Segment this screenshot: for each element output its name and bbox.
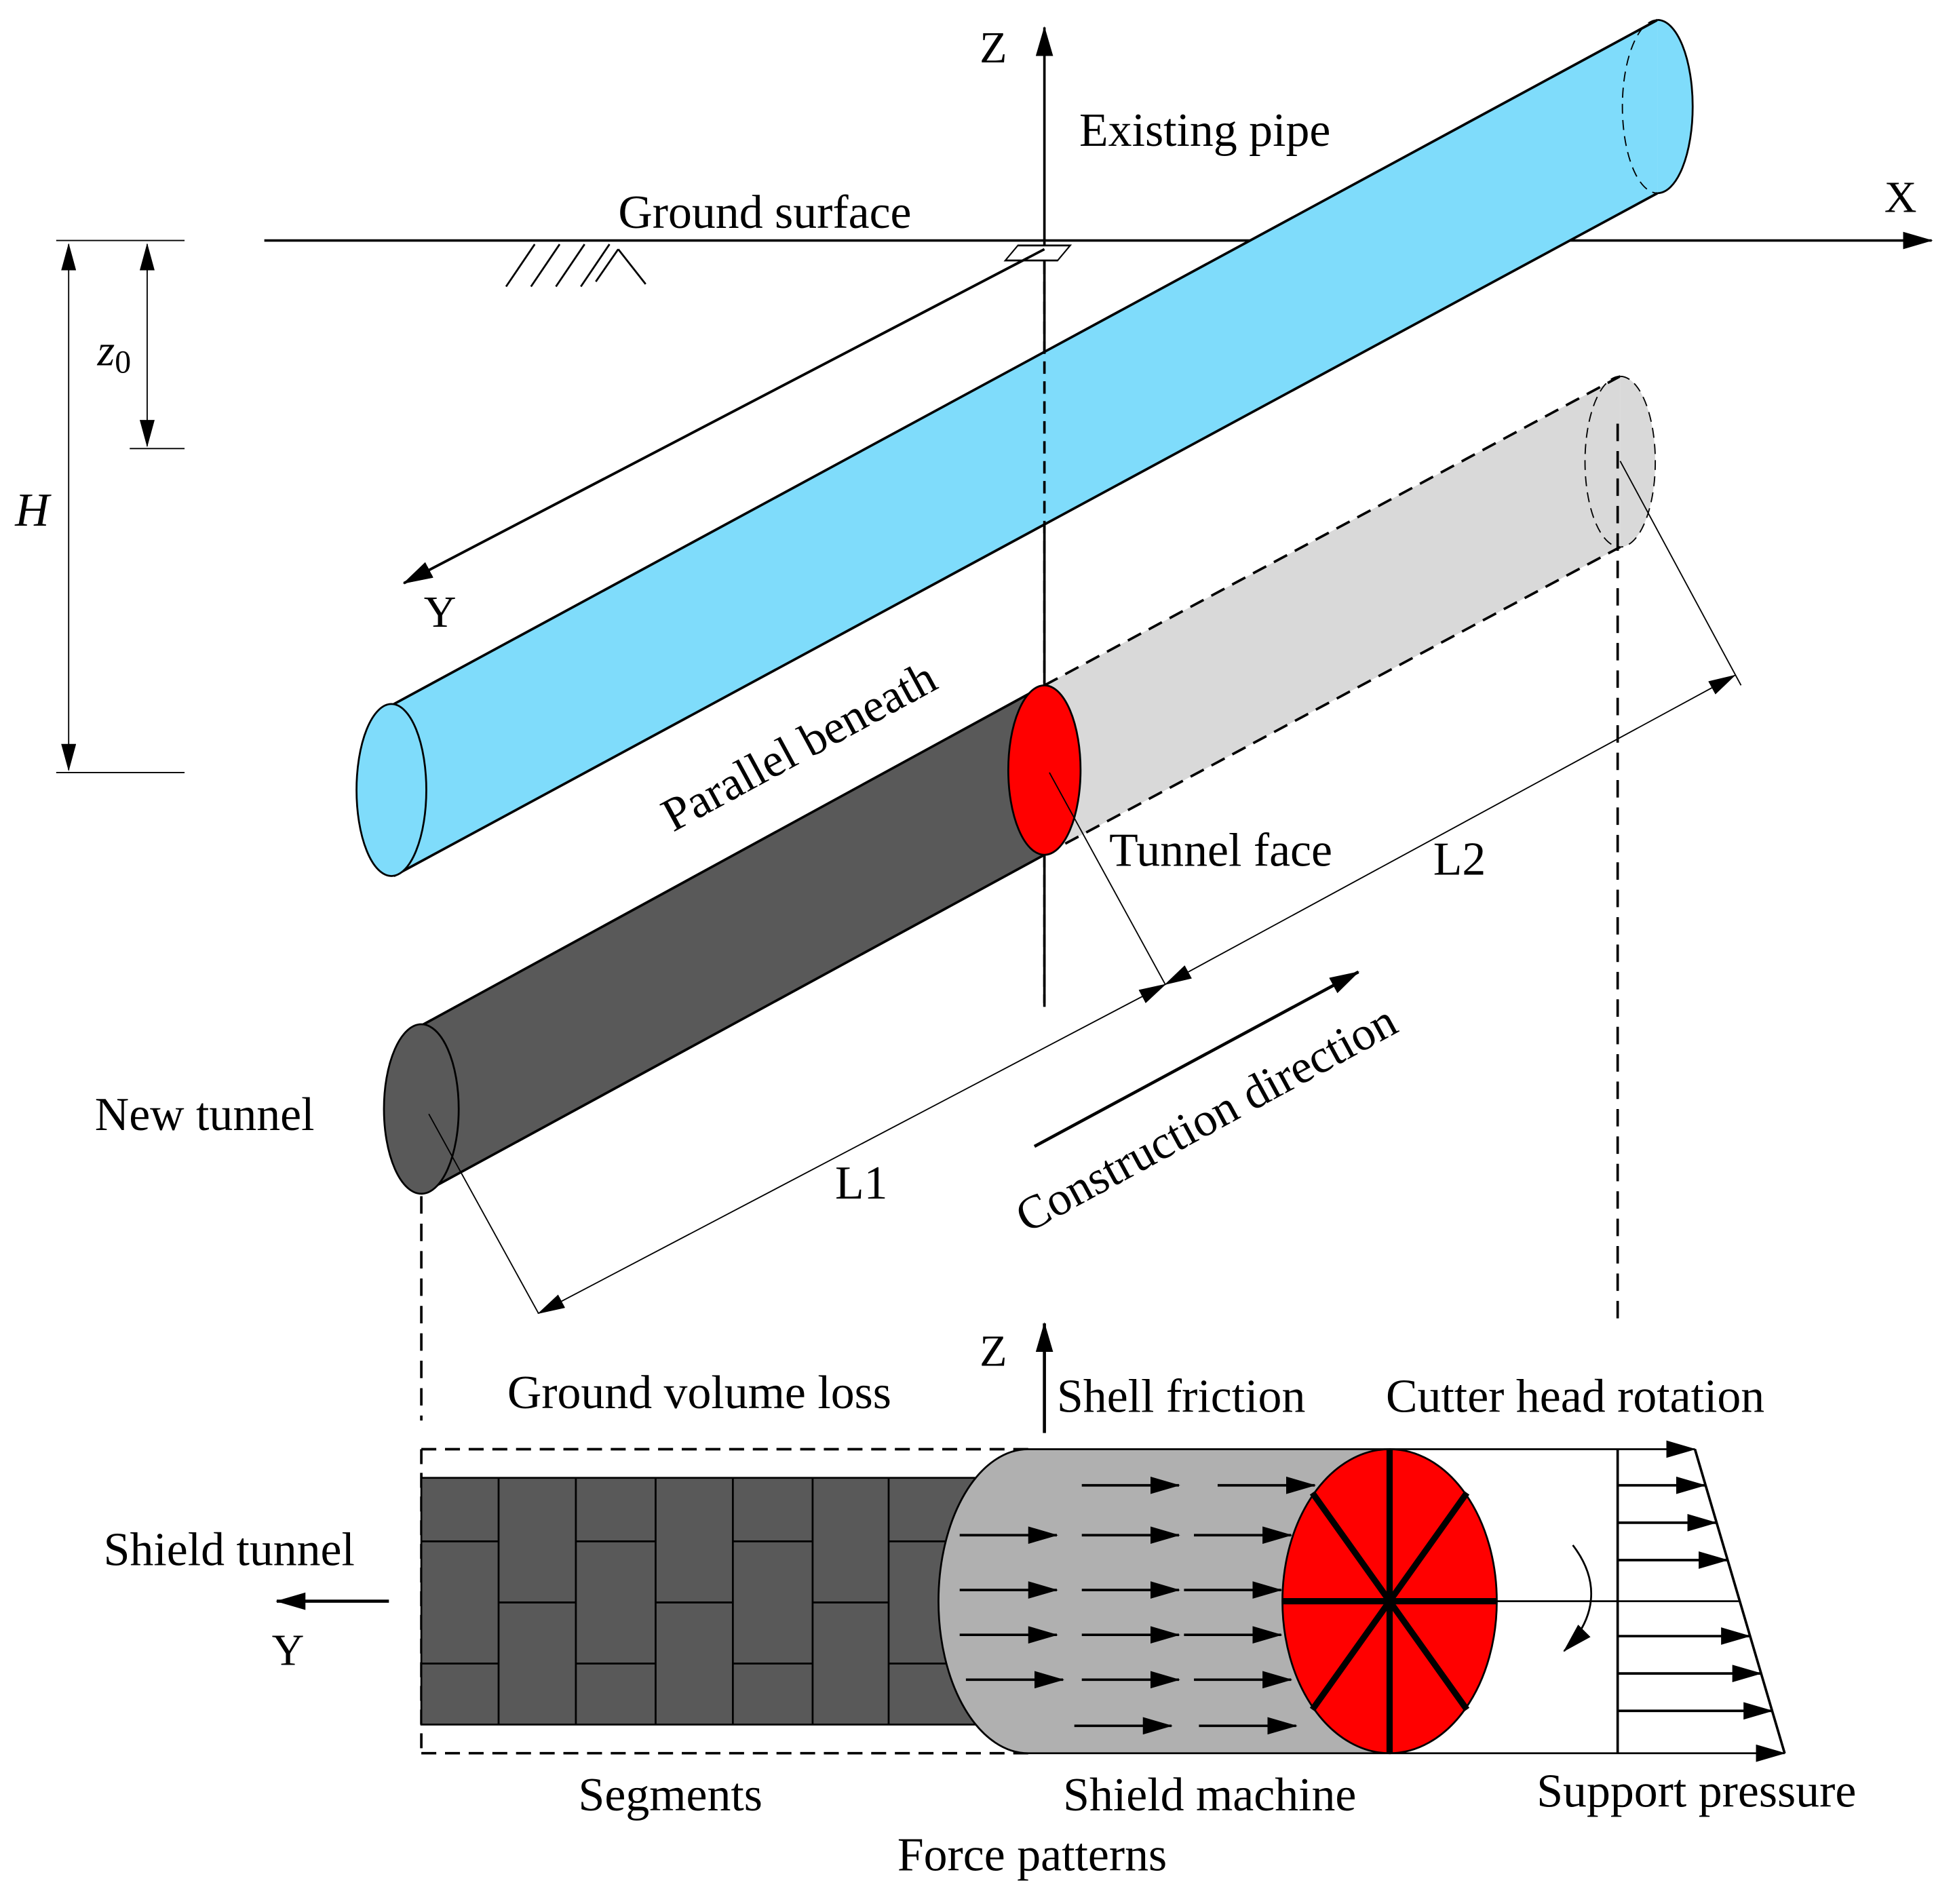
l1-label: L1 [835, 1157, 888, 1209]
support-pressure-label: Support pressure [1536, 1766, 1856, 1818]
z-axis-label: Z [980, 23, 1007, 73]
rotation-arrow [1563, 1544, 1593, 1652]
existing-pipe-label: Existing pipe [1079, 104, 1330, 157]
new-tunnel-label: New tunnel [95, 1089, 315, 1141]
bottom-axes: Z Y [272, 1322, 1053, 1675]
x-axis-label: X [1884, 172, 1917, 222]
y-axis-label: Y [424, 587, 457, 637]
ground-hatch [505, 244, 646, 288]
z0-label: z0 [96, 326, 131, 380]
shield-machine-label: Shield machine [1063, 1769, 1356, 1821]
shell-friction-label: Shell friction [1057, 1370, 1305, 1422]
l2-label: L2 [1433, 834, 1486, 886]
cutter-head [1281, 1448, 1498, 1755]
tunnel-face-label: Tunnel face [1109, 825, 1332, 877]
ground-surface-label: Ground surface [618, 187, 911, 239]
ground-volume-loss-label: Ground volume loss [507, 1367, 891, 1419]
dimension-lines [420, 423, 1742, 1421]
depth-dimensions [56, 239, 185, 773]
tunnel-face [1007, 684, 1082, 856]
existing-pipe [355, 18, 1694, 878]
bottom-z-label: Z [980, 1326, 1007, 1376]
bottom-y-label: Y [272, 1625, 305, 1675]
force-patterns-label: Force patterns [897, 1829, 1167, 1881]
shield-tunnel-label: Shield tunnel [104, 1523, 355, 1576]
construction-direction-label: Construction direction [1007, 994, 1406, 1243]
support-pressure [1616, 1448, 1786, 1754]
segments-label: Segments [579, 1769, 762, 1821]
segments [420, 1477, 977, 1726]
y-axis-overlay [402, 248, 1045, 585]
cutter-head-rotation-label: Cutter head rotation [1386, 1370, 1764, 1422]
h-label: H [14, 484, 52, 537]
shell-friction-arrows [959, 1476, 1317, 1735]
